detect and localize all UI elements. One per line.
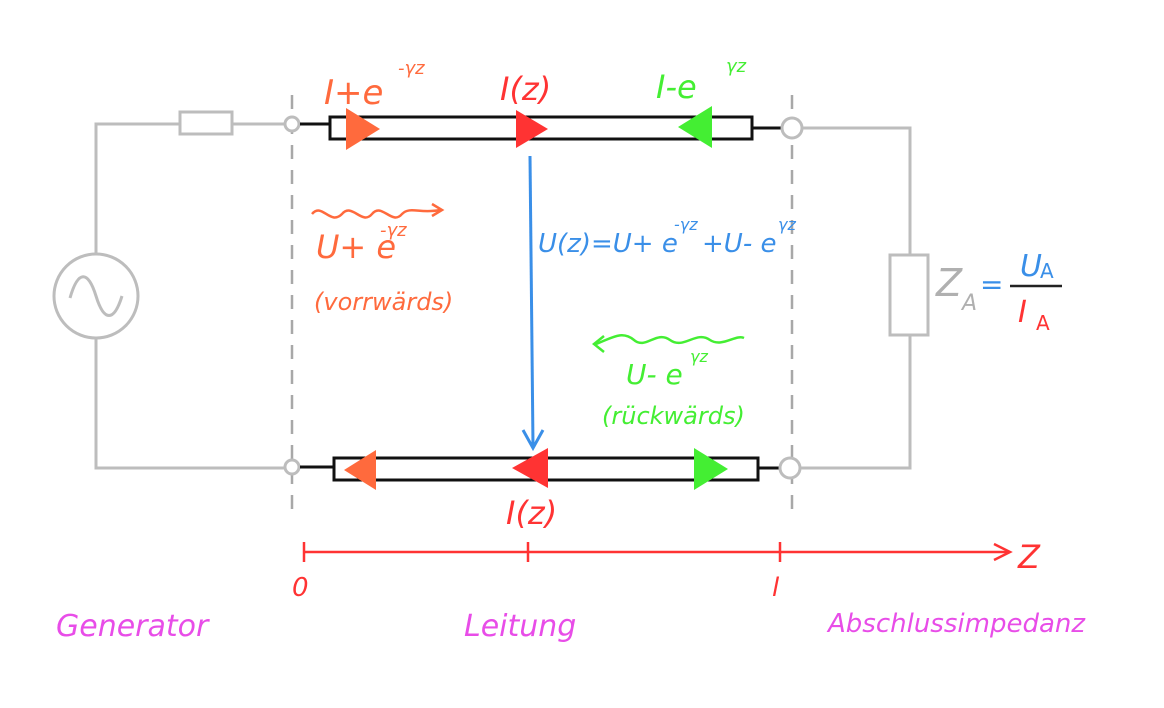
- arrow-backward-bottom-icon: [694, 448, 728, 490]
- label-forward-voltage: U+ e: [316, 228, 396, 266]
- label-backward-voltage: U- e: [626, 358, 683, 391]
- ac-source-icon: [52, 252, 140, 340]
- label-load-voltage: U: [1020, 249, 1042, 284]
- label-load-equals: =: [980, 268, 1003, 301]
- load-bottom-wire: [800, 335, 912, 470]
- label-current-top: I(z): [500, 70, 551, 108]
- generator-circuit: [52, 110, 286, 470]
- generator-top-wire: [94, 122, 180, 254]
- load-impedance-box: [888, 253, 930, 337]
- z-axis-label: Z: [1017, 538, 1041, 576]
- load-top-wire: [802, 126, 912, 255]
- arrow-current-top-icon: [516, 110, 548, 148]
- generator-bottom-wire: [94, 337, 286, 470]
- label-load-current: I: [1018, 295, 1027, 330]
- label-backward-current-top-exp: γz: [726, 56, 747, 77]
- label-voltage-equation-exp1: -γz: [674, 215, 698, 234]
- terminal-top-left: [283, 115, 301, 133]
- arrow-forward-bottom-icon: [344, 450, 376, 490]
- label-load-impedance: Z: [935, 261, 963, 305]
- voltage-arrow-head-icon: [521, 429, 545, 452]
- arrow-backward-top-icon: [678, 106, 712, 148]
- label-forward-current-top-exp: -γz: [398, 58, 425, 79]
- backward-wave-icon: [595, 334, 745, 346]
- label-backward-voltage-exp: γz: [690, 347, 708, 366]
- label-load-impedance-sub: A: [960, 291, 977, 316]
- terminal-bottom-right: [778, 456, 802, 480]
- label-forward-caption: (vorrwärds): [314, 288, 453, 316]
- label-voltage-equation-mid: +U- e: [702, 229, 776, 259]
- forward-wave-icon: [311, 208, 441, 219]
- arrow-forward-top-icon: [346, 108, 380, 150]
- label-load-voltage-sub: A: [1040, 259, 1054, 283]
- region-label-generator: Generator: [56, 609, 210, 644]
- z-axis-tick-label-l: l: [772, 573, 780, 603]
- label-voltage-equation-exp2: γz: [778, 215, 796, 234]
- terminal-bottom-left: [283, 458, 301, 476]
- forward-wave-arrow-icon: [431, 202, 445, 218]
- ac-wave-icon: [68, 275, 124, 317]
- label-voltage-equation: U(z)=U+ e: [538, 229, 678, 259]
- label-load-current-sub: A: [1036, 311, 1050, 335]
- label-forward-voltage-exp: -γz: [380, 220, 407, 241]
- z-axis-arrow-icon: [993, 542, 1013, 562]
- z-axis-tick-label-0: 0: [292, 573, 309, 603]
- z-axis: Z 0 l: [292, 538, 1041, 603]
- backward-wave-arrow-icon: [591, 335, 605, 353]
- bottom-conductor: [283, 335, 912, 482]
- label-backward-caption: (rückwärds): [602, 402, 745, 430]
- arrow-current-bottom-icon: [512, 448, 548, 488]
- terminal-top-right: [780, 116, 804, 140]
- label-forward-current-top: I+e: [324, 73, 383, 113]
- voltage-arrow-line: [528, 155, 535, 447]
- region-label-line: Leitung: [464, 609, 576, 644]
- label-backward-current-top: I-e: [656, 68, 697, 106]
- generator-resistor: [178, 110, 234, 136]
- label-current-bottom: I(z): [506, 494, 557, 532]
- region-label-load: Abschlussimpedanz: [826, 609, 1086, 639]
